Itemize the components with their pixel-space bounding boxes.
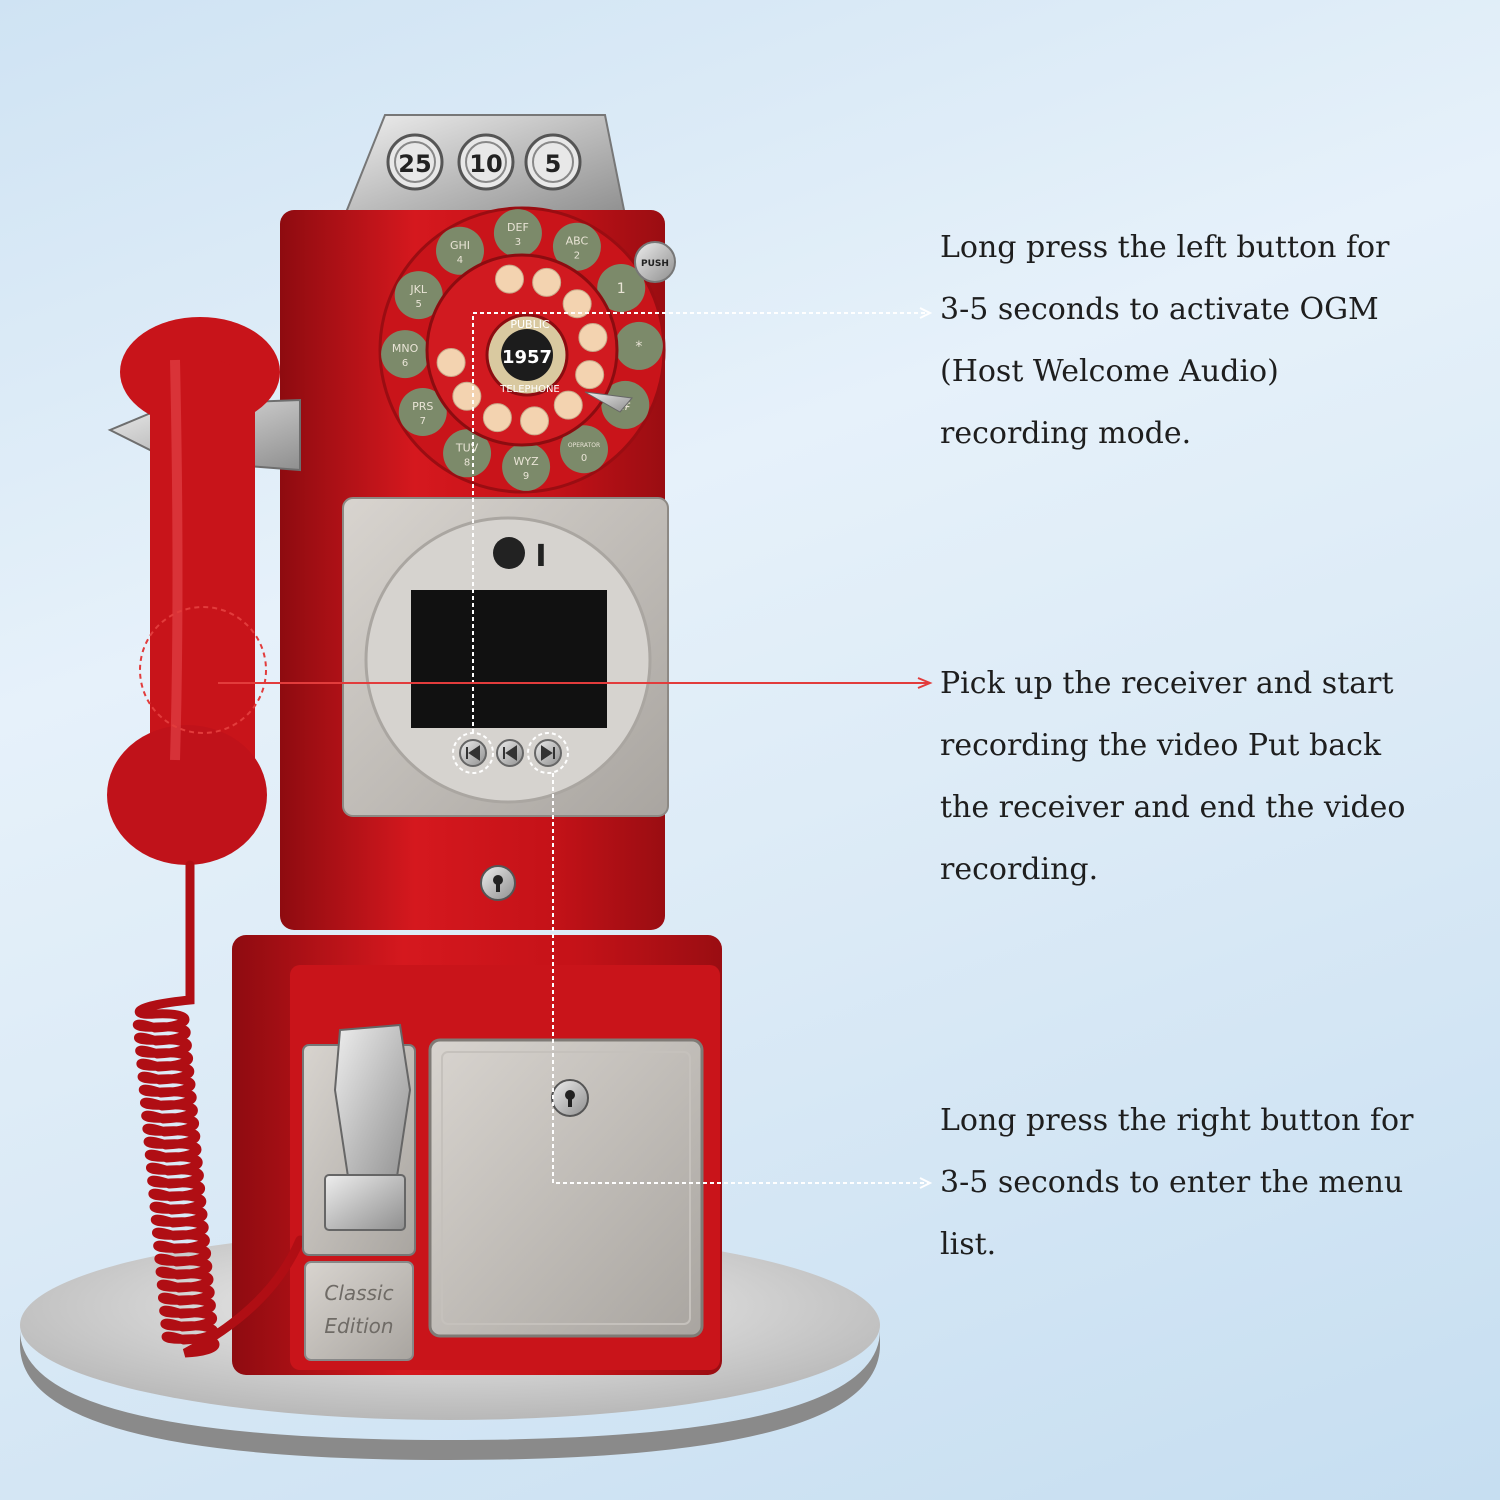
finger-hole[interactable] <box>494 264 524 294</box>
dial-key-digit: 8 <box>464 457 470 468</box>
dial-key-letters: WYZ <box>514 455 540 468</box>
dial-key-letters: PRS <box>412 400 433 413</box>
dial-key-1[interactable]: 1 <box>597 263 646 312</box>
finger-hole[interactable] <box>436 348 466 378</box>
push-button[interactable]: PUSH <box>634 241 676 283</box>
push-button-label: PUSH <box>641 259 669 269</box>
coin-slots: 25 10 5 <box>386 133 582 191</box>
dial-key-digit: 1 <box>617 281 626 297</box>
callout-receiver <box>139 606 933 734</box>
handset-cord <box>132 860 305 1358</box>
dial-center-badge <box>501 329 553 381</box>
dial-key-9[interactable]: WYZ 9 <box>502 442 551 491</box>
video-screen <box>411 590 607 728</box>
dial-key-digit: 7 <box>420 416 426 427</box>
dial-key-4[interactable]: GHI 4 <box>435 226 484 275</box>
dial-key-digit: 5 <box>416 299 422 310</box>
coin-slot-10: 10 <box>457 133 515 191</box>
right-button[interactable] <box>534 739 562 767</box>
dial-key-star[interactable]: * <box>614 321 663 370</box>
coin-slot-label: 25 <box>398 150 431 178</box>
dial-key-7[interactable]: PRS 7 <box>398 388 447 437</box>
left-button[interactable] <box>459 739 487 767</box>
dial-key-letters: TUV <box>455 441 479 454</box>
dial-key-digit: * <box>635 339 642 355</box>
finger-hole[interactable] <box>575 360 605 390</box>
dial-key-letters: JKL <box>409 283 427 296</box>
callout-ogm <box>452 307 933 774</box>
coin-slot-label: 5 <box>545 150 562 178</box>
dial-key-0[interactable]: OPERATOR 0 <box>560 425 609 474</box>
finger-hole[interactable] <box>553 390 583 420</box>
dial-key-letters: MNO <box>392 342 419 355</box>
middle-button[interactable] <box>496 739 524 767</box>
annotation-menu: Long press the right button for 3-5 seco… <box>940 1103 1414 1262</box>
finger-hole[interactable] <box>452 381 482 411</box>
dial-key-8[interactable]: TUV 8 <box>443 429 492 478</box>
dial-key-letters: OPERATOR <box>568 442 600 449</box>
coin-slot-5: 5 <box>524 133 582 191</box>
dial-finger-stop <box>584 391 633 413</box>
dial-key-letters: DEF <box>507 221 529 234</box>
dial-key-digit: 4 <box>457 255 463 266</box>
classic-edition-logo-2: Edition <box>324 1314 393 1338</box>
keyhole-lower <box>551 1079 589 1117</box>
finger-hole[interactable] <box>520 406 550 436</box>
power-mark: I <box>535 539 546 574</box>
classic-edition-logo: Classic <box>324 1281 393 1305</box>
dial-key-digit: 0 <box>581 453 587 464</box>
dial-ring-text-bottom: TELEPHONE <box>499 384 560 395</box>
finger-hole[interactable] <box>578 322 608 352</box>
dial-key-letters: ABC <box>566 235 589 248</box>
dial-key-letters: GHI <box>450 239 470 252</box>
dial-key-digit: 6 <box>402 358 408 369</box>
handset[interactable] <box>107 317 280 865</box>
dial-key-3[interactable]: DEF 3 <box>493 209 542 258</box>
dial-ring-text-top: PUBLIC <box>510 318 550 331</box>
dial-key-5[interactable]: JKL 5 <box>394 271 443 320</box>
coin-return[interactable] <box>302 1023 416 1256</box>
dial-key-6[interactable]: MNO 6 <box>381 330 430 379</box>
camera-lens <box>493 537 525 569</box>
annotation-ogm: Long press the left button for 3-5 secon… <box>940 230 1390 451</box>
finger-hole[interactable] <box>482 403 512 433</box>
dial-key-2[interactable]: ABC 2 <box>552 222 601 271</box>
annotation-receiver: Pick up the receiver and start recording… <box>940 666 1406 887</box>
dial-key-digit: 3 <box>515 237 521 248</box>
finger-hole[interactable] <box>562 289 592 319</box>
finger-hole[interactable] <box>532 267 562 297</box>
rotary-dial[interactable]: ABC21*#OPERATOR0WYZ9TUV8PRS7MNO6JKL5GHI4… <box>378 206 666 494</box>
dial-year-label: 1957 <box>502 347 552 368</box>
coin-slot-25: 25 <box>386 133 444 191</box>
dial-key-digit: 9 <box>523 471 529 482</box>
coin-box-door <box>428 1038 704 1338</box>
callout-menu <box>527 732 933 1189</box>
classic-edition-plate: Classic Edition <box>304 1261 414 1361</box>
coin-slot-label: 10 <box>469 150 502 178</box>
dial-key-digit: 2 <box>574 251 580 262</box>
keyhole-upper <box>480 865 516 901</box>
